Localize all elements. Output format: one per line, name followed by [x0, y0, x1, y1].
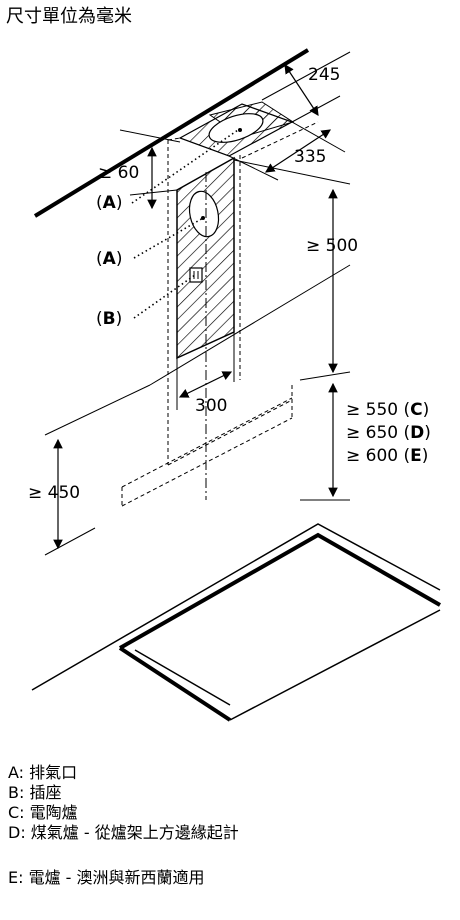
leader-lines	[131, 129, 239, 319]
cooktop	[31, 523, 441, 722]
chimney-outline	[121, 121, 319, 507]
legend-item-c: C: 電陶爐	[8, 803, 78, 822]
legend-item-d: D: 煤氣爐 - 從爐架上方邊緣起計	[8, 823, 239, 842]
dim-335-arrow	[264, 129, 332, 173]
callout-b-socket: (B)	[96, 309, 122, 329]
ceiling-line	[33, 48, 310, 218]
dim-300-arrow	[178, 371, 233, 398]
dim-550-c-label: ≥ 550 (C)	[346, 400, 429, 420]
dim-245-arrow	[284, 63, 319, 117]
dimension-arrows	[53, 63, 338, 550]
dim-60-label: ≥ 60	[98, 163, 139, 183]
ceiling-cutout	[178, 101, 295, 157]
dim-650-d-label: ≥ 650 (D)	[346, 423, 431, 443]
page-title: 尺寸單位為毫米	[6, 6, 132, 27]
legend-item-a: A: 排氣口	[8, 763, 78, 782]
dim-300-label: 300	[195, 396, 227, 416]
extension-lines	[44, 51, 351, 556]
callout-a-ceiling: (A)	[96, 193, 122, 213]
dim-245-label: 245	[308, 65, 340, 85]
dim-600-e-label: ≥ 600 (E)	[346, 446, 428, 466]
legend-item-b: B: 插座	[8, 783, 62, 802]
callout-a-wall: (A)	[96, 249, 122, 269]
dim-335-label: 335	[294, 147, 326, 167]
dim-450-label: ≥ 450	[28, 483, 80, 503]
dim-500-label: ≥ 500	[306, 236, 358, 256]
legend-item-e: E: 電爐 - 澳洲與新西蘭適用	[8, 868, 205, 887]
